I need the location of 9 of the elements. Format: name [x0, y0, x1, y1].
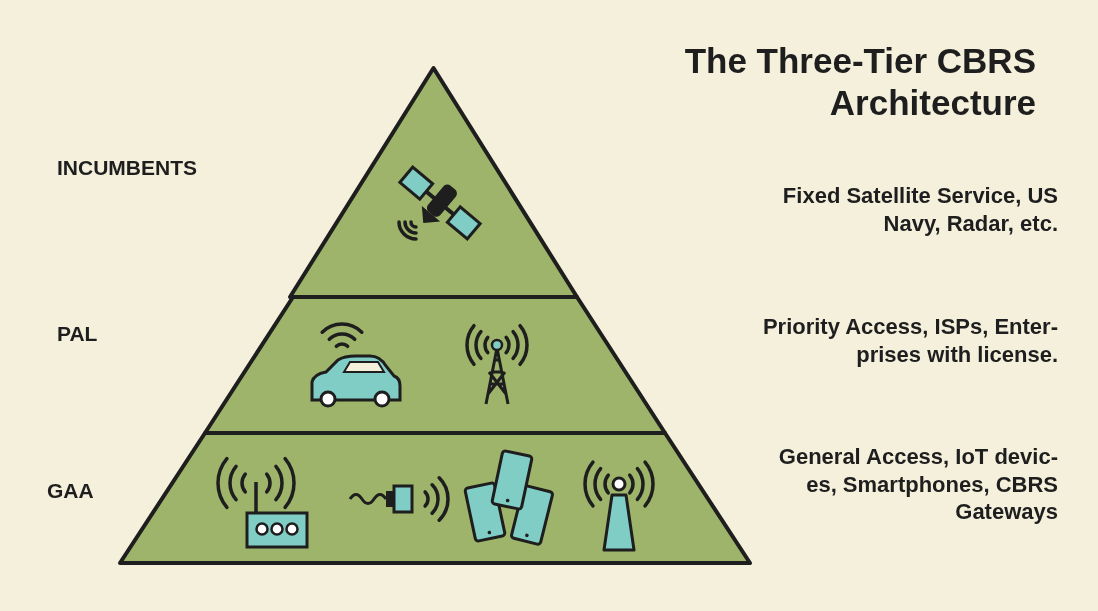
tier-description: General Access, IoT devic- es, Smartphones, CBRS Gateways	[777, 443, 1058, 527]
tier-label: INCUMBENTS	[57, 156, 198, 180]
pyramid-tier	[288, 66, 579, 299]
pyramid-tier	[118, 431, 752, 565]
tier-description: Fixed Satellite Service, US Navy, Radar, etc.	[781, 182, 1058, 238]
tier-description: Priority Access, ISPs, Enter- prises with license.	[761, 313, 1058, 369]
diagram-title: The Three-Tier CBRS Architecture	[683, 40, 1036, 124]
tier-label: PAL	[57, 322, 99, 346]
tier-label: GAA	[47, 479, 95, 503]
